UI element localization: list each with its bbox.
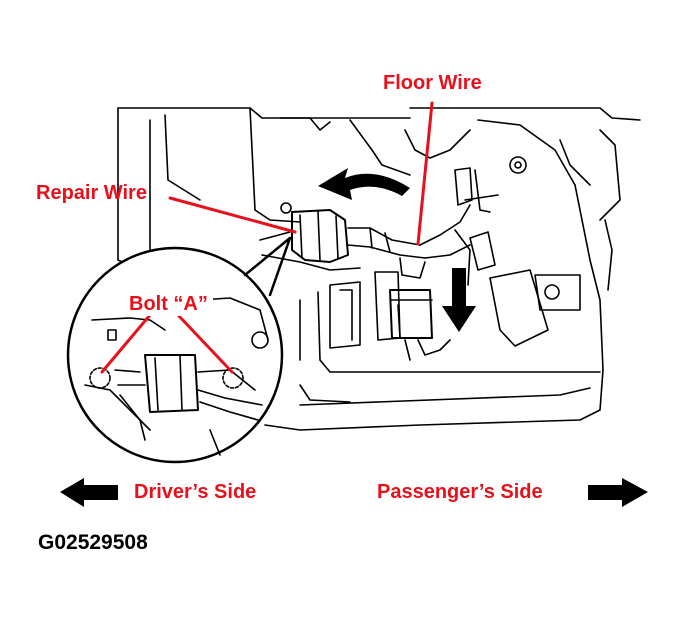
right-arrow-icon [588,478,648,507]
floor-wire-label: Floor Wire [383,72,482,94]
detail-callout [66,236,292,464]
down-arrow-icon [442,268,476,332]
dashboard-outline [117,107,641,431]
bolt-a-leader-left [100,313,152,374]
bolt-a-label: Bolt “A” [124,293,213,316]
curved-arrow-icon [318,168,410,200]
repair-wire-leader [168,196,297,234]
callout-lines [100,101,434,374]
repair-wire-label: Repair Wire [36,182,147,204]
left-arrow-icon [60,478,118,507]
bolt-a-leader-right [176,313,234,374]
figure-code: G02529508 [38,531,148,554]
connector-assembly [291,167,491,361]
floor-wire-leader [416,101,434,246]
passengers-side-label: Passenger’s Side [377,481,543,503]
drivers-side-label: Driver’s Side [134,481,257,503]
